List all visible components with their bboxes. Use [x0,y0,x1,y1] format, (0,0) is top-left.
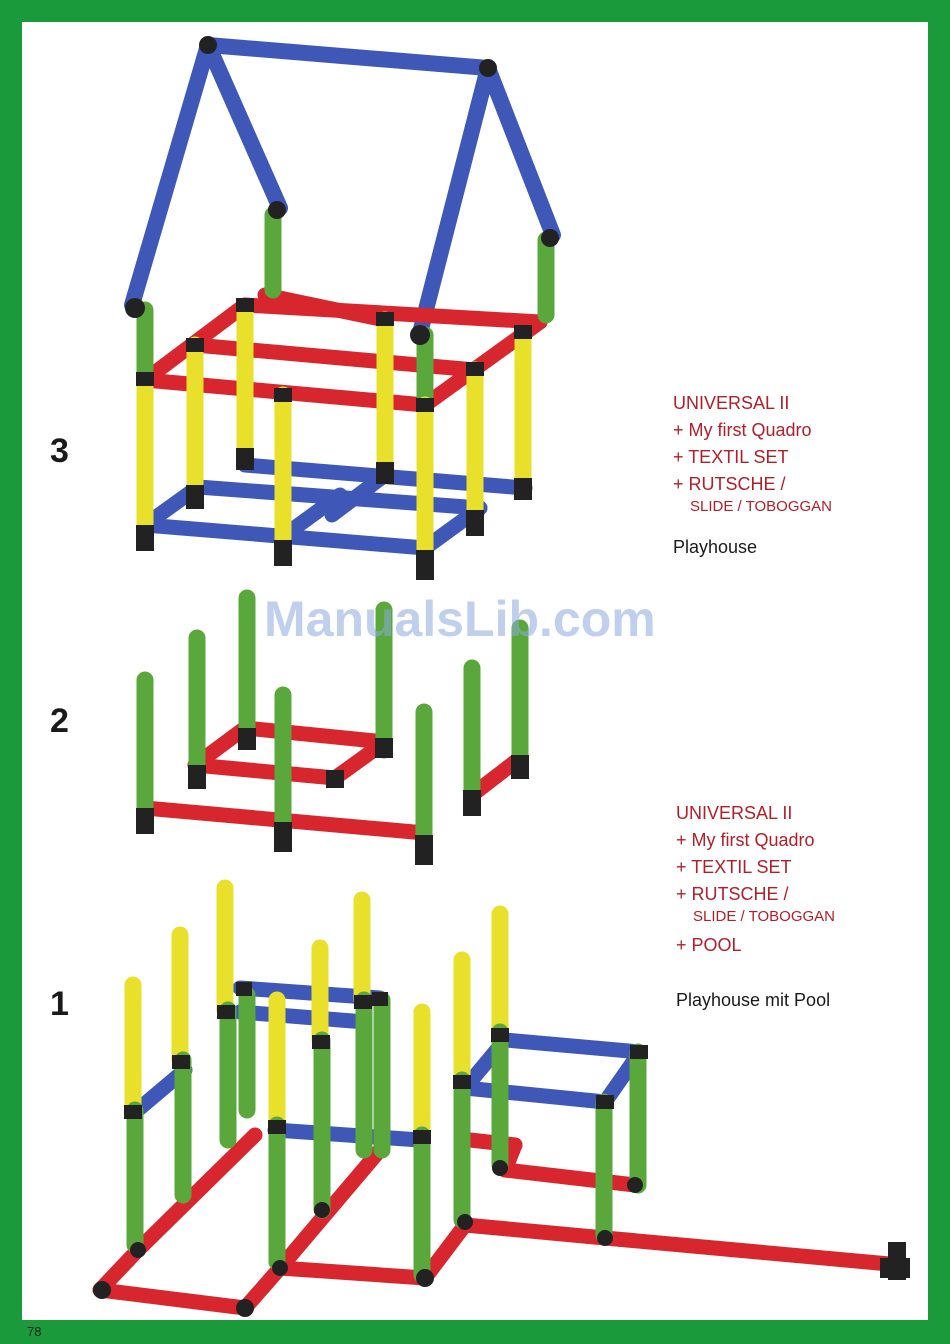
caption-upper-line3-sub: SLIDE / TOBOGGAN [673,498,832,516]
step-1-label: Playhouse mit Pool [676,990,830,1011]
page-number: 78 [27,1324,41,1339]
step-number-3: 3 [50,432,69,471]
caption-lower-line2: + TEXTIL SET [676,854,835,881]
caption-upper-line2: + TEXTIL SET [673,444,832,471]
watermark: ManualsLib.com [264,590,656,648]
caption-lower-line3-sub: SLIDE / TOBOGGAN [676,908,835,926]
caption-lower: UNIVERSAL II + My first Quadro + TEXTIL … [676,800,835,959]
caption-lower-line3: + RUTSCHE / [676,881,835,908]
playhouse-frame-step-3 [125,36,559,580]
caption-lower-line1: + My first Quadro [676,827,835,854]
caption-upper: UNIVERSAL II + My first Quadro + TEXTIL … [673,390,832,522]
step-number-2: 2 [50,702,69,741]
caption-upper-title: UNIVERSAL II [673,390,832,417]
caption-lower-line4: + POOL [676,932,835,959]
caption-lower-title: UNIVERSAL II [676,800,835,827]
caption-upper-line1: + My first Quadro [673,417,832,444]
step-3-label: Playhouse [673,537,757,558]
caption-upper-line3: + RUTSCHE / [673,471,832,498]
step-number-1: 1 [50,985,69,1024]
